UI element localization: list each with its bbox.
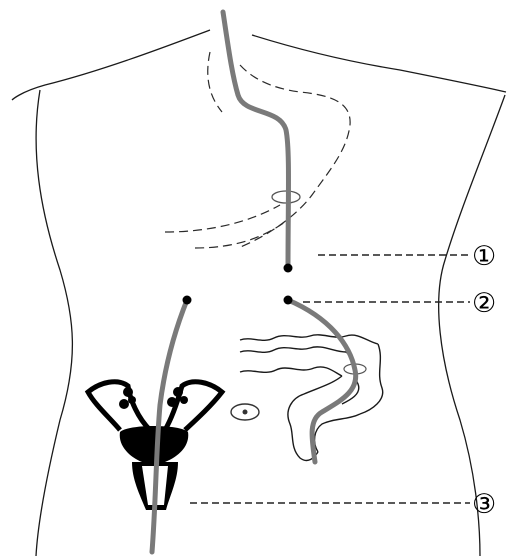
colon-tube-tip-dot [284,296,293,305]
upper-tube [223,12,289,268]
callout-2: ② [472,288,496,319]
lower-tube-tip-dot [183,296,192,305]
callout-3: ③ [472,489,496,520]
umbilicus-center [243,410,248,415]
upper-tube-tip-dot [284,264,293,273]
colon-tube [288,300,356,462]
callout-1: ① [472,241,496,272]
stomach-outline [165,52,350,248]
